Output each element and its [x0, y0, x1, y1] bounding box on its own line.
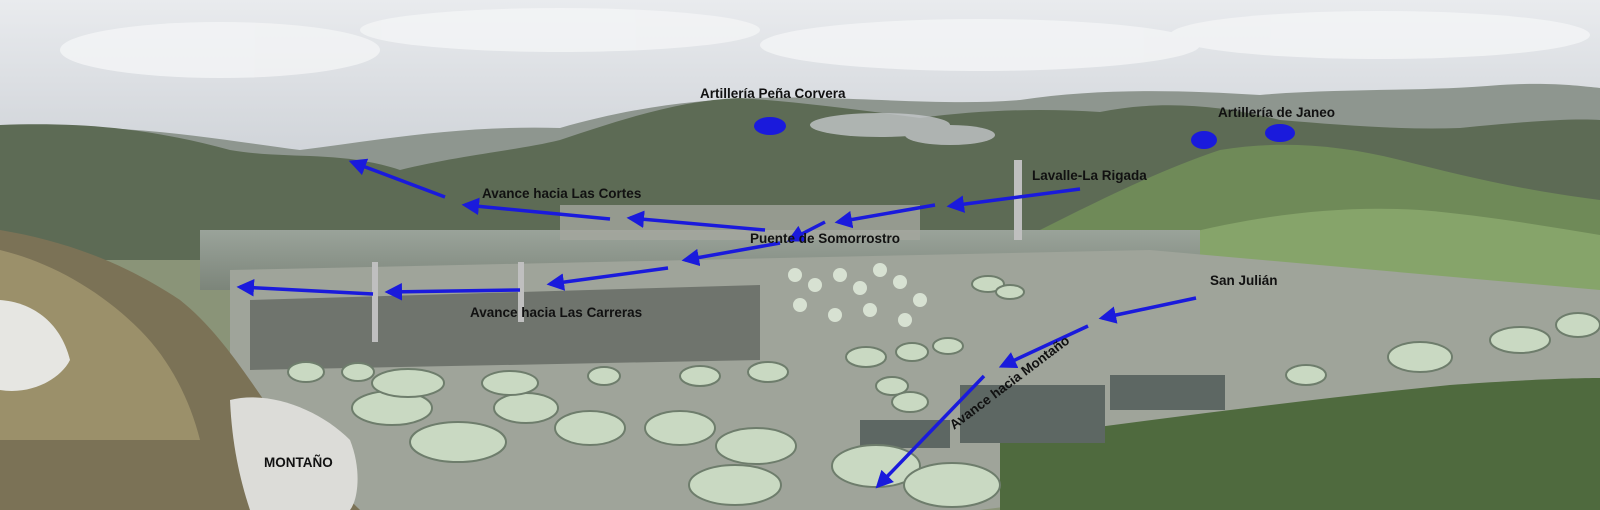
arrow-cortes-1 [348, 158, 446, 199]
arrow-rigada-2 [834, 203, 936, 229]
arrow-montano-2 [998, 324, 1089, 369]
label-artilleria-pena-corvera: Artillería Peña Corvera [700, 86, 846, 101]
refinery-structures [250, 285, 760, 370]
arrow-puente-2 [681, 241, 781, 267]
small-tanks [788, 263, 927, 327]
town [560, 205, 920, 240]
label-artilleria-janeo: Artillería de Janeo [1218, 105, 1335, 120]
clouds [60, 8, 1590, 78]
arrow-carreras-1 [546, 266, 669, 291]
smoke [810, 113, 995, 145]
rock [0, 300, 70, 391]
label-avance-las-cortes: Avance hacia Las Cortes [482, 186, 641, 201]
chimney [372, 262, 378, 342]
arrow-cortes-2 [461, 197, 611, 221]
arrow-montano-3 [875, 374, 986, 489]
label-montano: MONTAÑO [264, 455, 333, 470]
chimney [1014, 160, 1022, 240]
arrow-montano-1 [1098, 296, 1197, 324]
label-avance-las-carreras: Avance hacia Las Carreras [470, 305, 642, 320]
label-lavalle-la-rigada: Lavalle-La Rigada [1032, 168, 1147, 183]
label-puente-somorrostro: Puente de Somorrostro [750, 231, 900, 246]
arrow-puente-1 [786, 220, 826, 242]
pond [1110, 375, 1225, 410]
pond [960, 385, 1105, 443]
storage-tanks [287, 275, 1600, 508]
arrows [236, 158, 1197, 489]
arrow-carreras-2 [384, 283, 521, 301]
arrow-carreras-3 [236, 278, 374, 297]
fire-marker-icon [754, 117, 1295, 149]
chimney [518, 262, 524, 322]
grass-highlight [0, 250, 200, 440]
label-san-julian: San Julián [1210, 273, 1278, 288]
arrow-cortes-3 [626, 210, 766, 232]
arrow-rigada-1 [946, 187, 1081, 213]
foreground-hill-right [1000, 378, 1600, 510]
rock [230, 397, 358, 510]
